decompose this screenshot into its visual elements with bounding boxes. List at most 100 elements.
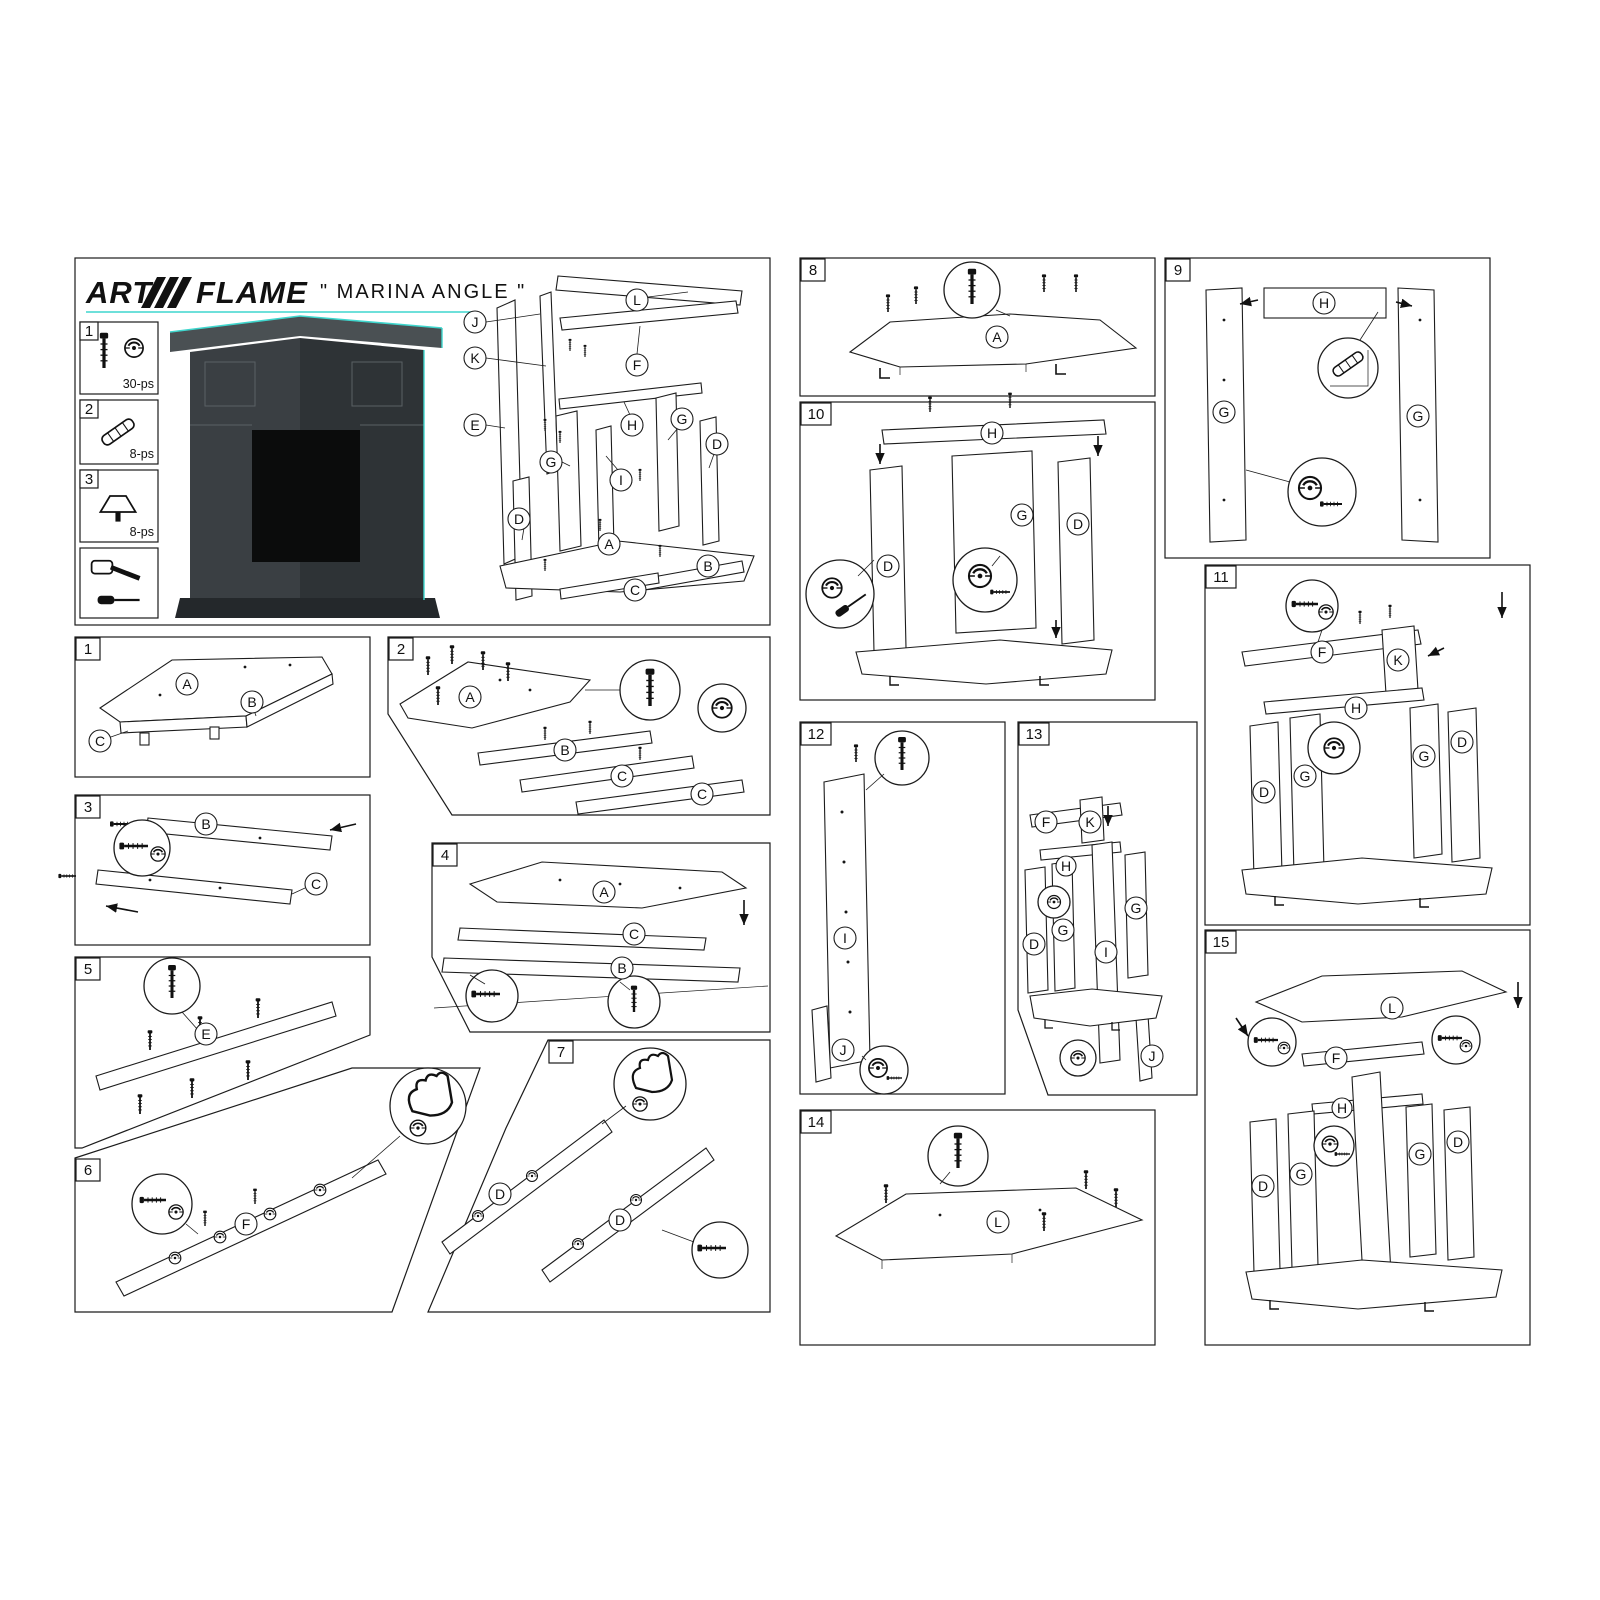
confirmat-bolt-icon <box>188 1077 196 1099</box>
logo-slash-icon <box>167 277 192 308</box>
svg-text:A: A <box>599 884 609 900</box>
svg-text:10: 10 <box>808 406 825 423</box>
cam-lock-icon <box>263 1207 277 1221</box>
cam-lock-icon <box>313 1183 327 1197</box>
cam-lock-icon <box>632 1096 648 1112</box>
part-label-E: E <box>194 1022 218 1046</box>
svg-text:L: L <box>1388 1000 1396 1016</box>
svg-text:F: F <box>242 1216 251 1232</box>
confirmat-bolt-icon <box>254 997 262 1019</box>
svg-text:C: C <box>95 733 105 749</box>
svg-text:A: A <box>182 676 192 692</box>
confirmat-bolt-icon <box>58 874 76 878</box>
svg-text:C: C <box>311 876 321 892</box>
step-4-panel: 4 A C B <box>431 842 771 1033</box>
part-label-F: F <box>1310 640 1334 664</box>
svg-text:I: I <box>619 472 623 488</box>
svg-text:B: B <box>703 558 712 574</box>
svg-text:D: D <box>1029 936 1039 952</box>
part-label-D: D <box>1022 932 1046 956</box>
part-label-G: G <box>1412 744 1436 768</box>
part-label-D: D <box>507 507 531 531</box>
svg-text:L: L <box>994 1214 1002 1230</box>
part-label-D: D <box>1446 1130 1470 1154</box>
svg-text:D: D <box>495 1186 505 1202</box>
part-label-F: F <box>625 353 649 377</box>
mantel-top <box>170 316 442 352</box>
foot-bracket-icon <box>1044 1019 1054 1029</box>
confirmat-bolt-icon <box>885 293 891 313</box>
part-label-H: H <box>1344 696 1368 720</box>
confirmat-bolt-icon <box>1082 1169 1090 1190</box>
step-number: 2 <box>388 637 414 661</box>
part-label-H: H <box>1331 1097 1353 1119</box>
svg-text:D: D <box>1259 784 1269 800</box>
svg-text:D: D <box>1073 516 1083 532</box>
step-number: 10 <box>800 402 832 426</box>
svg-text:J: J <box>840 1042 847 1058</box>
step-5-panel: 5 E <box>74 956 371 1149</box>
part-label-C: C <box>622 922 646 946</box>
step-1-panel: 1 A B C <box>74 636 371 778</box>
svg-text:E: E <box>201 1026 210 1042</box>
svg-text:G: G <box>1413 408 1424 424</box>
part-label-G: G <box>539 450 563 474</box>
part-label-D: D <box>1450 730 1474 754</box>
hardware-box-1: 1 30-ps <box>79 321 159 395</box>
part-label-G: G <box>1010 503 1034 527</box>
part-label-B: B <box>194 812 218 836</box>
part-label-I: I <box>833 926 857 950</box>
step-10-panel: 10 H G D D <box>799 391 1156 701</box>
svg-text:H: H <box>1351 700 1361 716</box>
part-label-F: F <box>234 1212 258 1236</box>
step-7-panel: 7 D D <box>427 1039 771 1313</box>
part-label-G: G <box>1124 896 1148 920</box>
part-label-G: G <box>1212 400 1236 424</box>
svg-text:B: B <box>560 742 569 758</box>
confirmat-bolt-icon <box>424 655 432 676</box>
part-label-D: D <box>1252 780 1276 804</box>
svg-text:H: H <box>1337 1100 1347 1116</box>
hardware-qty: 8-ps <box>130 447 154 461</box>
svg-text:9: 9 <box>1174 262 1182 279</box>
svg-text:13: 13 <box>1026 726 1043 743</box>
part-label-G: G <box>1289 1162 1313 1186</box>
svg-text:D: D <box>615 1212 625 1228</box>
confirmat-bolt-icon <box>1007 391 1013 409</box>
step-number: 14 <box>800 1110 832 1134</box>
confirmat-bolt-icon <box>1112 1187 1120 1208</box>
step-number: 6 <box>75 1158 101 1182</box>
svg-text:7: 7 <box>557 1044 565 1061</box>
svg-text:8: 8 <box>809 262 817 279</box>
confirmat-bolt-icon <box>882 1183 890 1204</box>
part-label-B: B <box>610 956 634 980</box>
step-8-panel: 8 A <box>799 257 1156 397</box>
brand-logo: ART FLAME <box>85 275 478 313</box>
svg-text:G: G <box>1131 900 1142 916</box>
part-label-D: D <box>488 1182 512 1206</box>
part-label-D: D <box>1066 512 1090 536</box>
header-panel: ART FLAME " MARINA ANGLE " 1 30-ps 2 8-p… <box>74 257 771 626</box>
svg-text:E: E <box>470 417 479 433</box>
svg-text:A: A <box>465 689 475 705</box>
hardware-qty: 30-ps <box>123 377 154 391</box>
svg-text:G: G <box>1296 1166 1307 1182</box>
screwdriver-icon <box>96 594 141 606</box>
svg-text:G: G <box>1219 404 1230 420</box>
part-label-B: B <box>696 554 720 578</box>
step-number: 1 <box>75 637 101 661</box>
step-3-panel: 3 B C <box>58 794 371 946</box>
part-label-E: E <box>463 413 487 437</box>
part-label-A: A <box>985 325 1009 349</box>
step-number: 7 <box>548 1040 574 1064</box>
part-label-F: F <box>1034 810 1058 834</box>
cam-lock-icon <box>1277 1041 1291 1055</box>
wedge-icon <box>99 495 137 523</box>
dowel-icon <box>99 416 137 448</box>
cam-lock-icon <box>1323 737 1345 759</box>
part-label-J: J <box>1140 1044 1164 1068</box>
step-9-panel: 9 G H G <box>1164 257 1491 559</box>
svg-text:6: 6 <box>84 1162 92 1179</box>
confirmat-bolt-icon <box>202 1209 208 1227</box>
